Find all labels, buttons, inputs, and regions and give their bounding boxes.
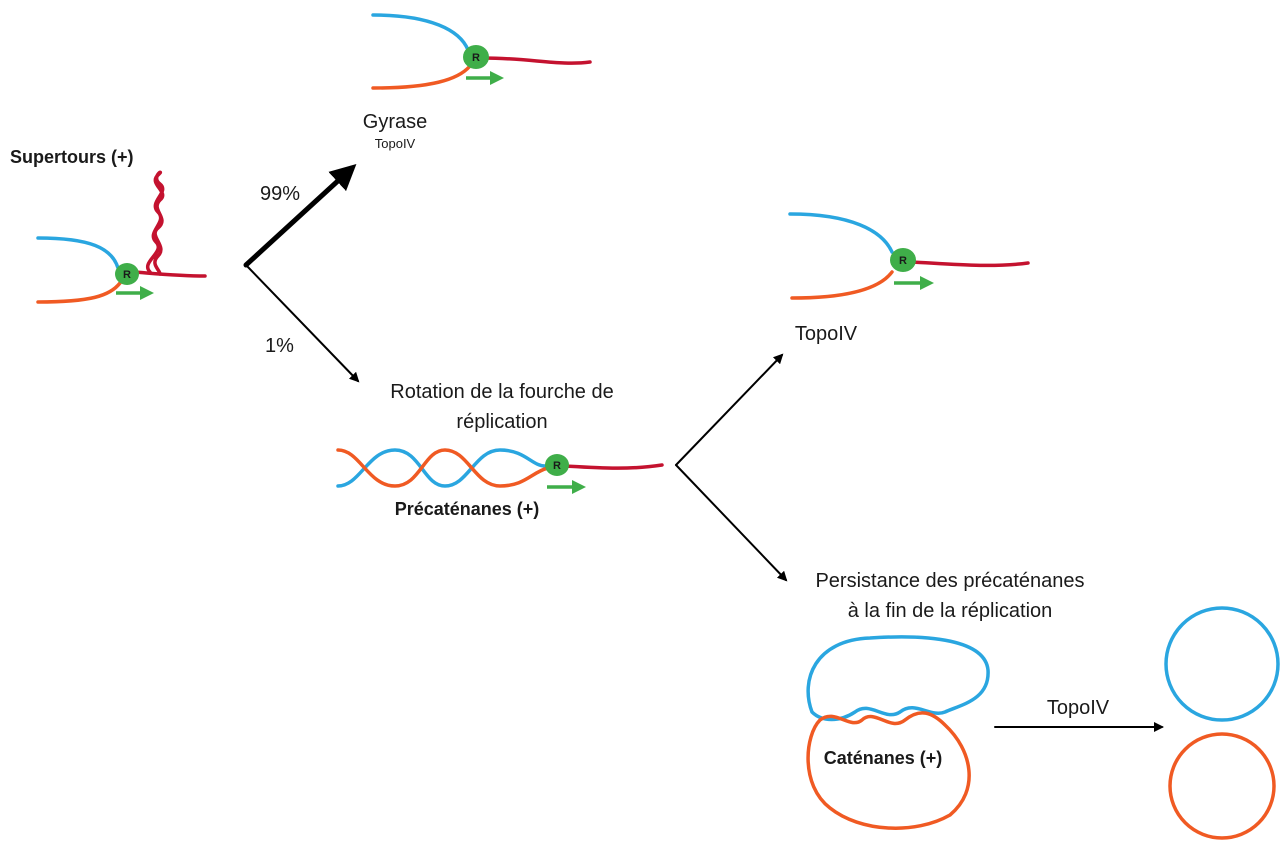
arrow-1 [245, 264, 360, 383]
red-strand [482, 56, 592, 65]
replisome-label: R [553, 460, 561, 472]
red-strand [132, 270, 207, 278]
arrow-99 [243, 163, 357, 268]
orange-ring [806, 711, 971, 830]
orange-strand [371, 64, 472, 90]
replisome-label: R [472, 52, 480, 64]
replisome-icon [115, 263, 139, 285]
persistance-label-line2: à la fin de la réplication [848, 600, 1053, 622]
gyrase-label: Gyrase [363, 111, 427, 133]
red-strand [910, 260, 1030, 268]
blue-ring [806, 635, 990, 722]
blue-strand [788, 212, 894, 254]
fork-precatenanes: R Précaténanes (+) [336, 448, 664, 519]
blue-strand [36, 236, 120, 270]
replisome-label: R [123, 269, 131, 281]
catenanes-label: Caténanes (+) [824, 748, 943, 768]
rotation-label-line1: Rotation de la fourche de [390, 381, 614, 403]
replisome-icon [545, 454, 569, 476]
fork-supertours: R Supertours (+) [10, 147, 207, 304]
precatenanes-label: Précaténanes (+) [395, 499, 540, 519]
fork-topoiv: R TopoIV [788, 212, 1030, 345]
catenanes-rings: Caténanes (+) [806, 635, 990, 830]
blue-strand [336, 448, 547, 488]
topo-iv-upper-label: TopoIV [795, 323, 858, 345]
replisome-icon [463, 45, 489, 69]
orange-circle [1168, 732, 1276, 840]
pct-99-label: 99% [260, 183, 300, 205]
orange-strand [790, 270, 894, 300]
supertours-label: Supertours (+) [10, 147, 134, 167]
arrow-to-topoiv [675, 353, 784, 466]
blue-circle [1164, 606, 1280, 722]
supercoil-twist [146, 170, 165, 276]
pct-1-label: 1% [265, 335, 294, 357]
orange-strand [36, 281, 122, 304]
persistance-label-line1: Persistance des précaténanes [815, 570, 1084, 592]
replisome-label: R [899, 255, 907, 267]
fork-gyrase: R Gyrase TopoIV [363, 13, 592, 151]
replisome-icon [890, 248, 916, 272]
topo-iv-final-label: TopoIV [1047, 697, 1110, 719]
arrow-to-persistance [675, 464, 788, 582]
blue-strand [371, 13, 470, 52]
rotation-label-line2: réplication [456, 411, 547, 433]
gyrase-sub-label: TopoIV [375, 136, 416, 151]
orange-strand [336, 448, 550, 488]
red-strand [563, 463, 664, 470]
